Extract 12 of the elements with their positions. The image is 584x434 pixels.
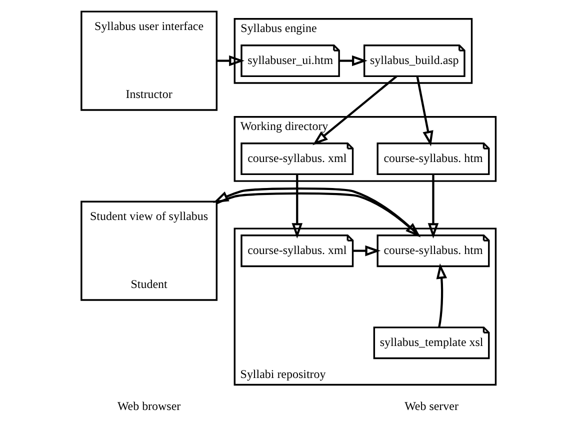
node-box: Syllabus user interface Instructor [80,10,218,111]
arrow [312,75,398,146]
node-box: Student view of syllabus Student [80,200,218,301]
label: Web browser [117,399,181,414]
arrow [216,55,245,66]
arrow [339,55,368,66]
arrow [428,174,439,239]
label: Web server [404,399,458,414]
arrow [416,76,434,146]
arrow [352,245,381,256]
arrow [436,263,448,328]
arrow [292,174,303,239]
